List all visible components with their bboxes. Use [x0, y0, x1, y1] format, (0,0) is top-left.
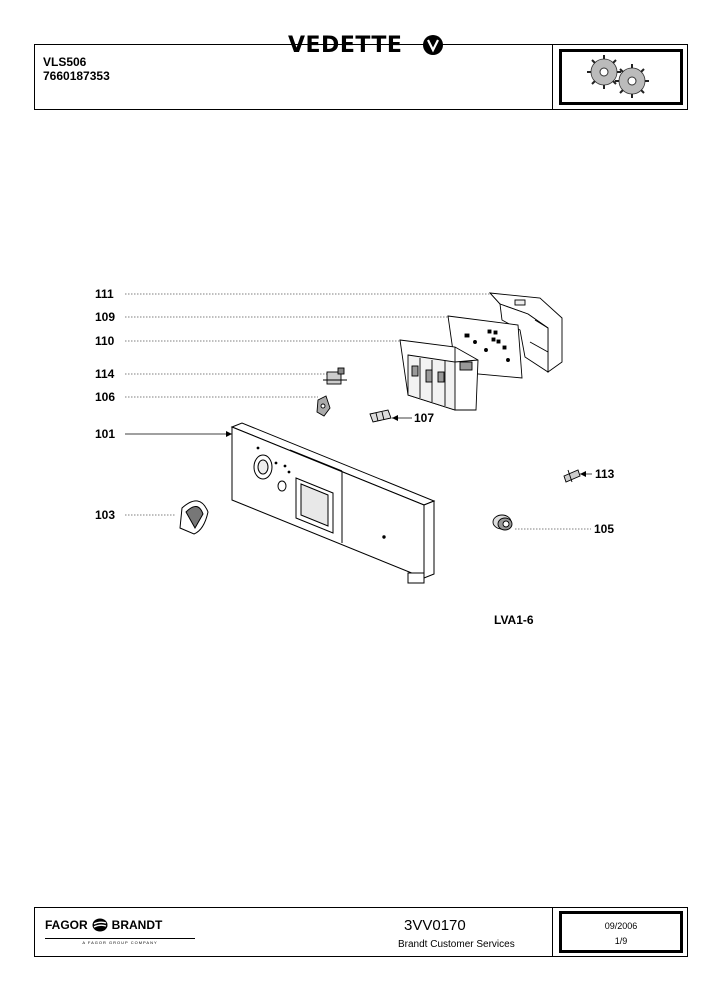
company-tagline: A FAGOR GROUP COMPANY — [45, 938, 195, 945]
customer-service: Brandt Customer Services — [398, 939, 515, 950]
part-label-101: 101 — [95, 427, 116, 441]
header-block: VLS506 7660187353 — [34, 44, 688, 110]
part-105-knob — [492, 514, 513, 531]
part-106-clip — [316, 395, 331, 417]
footer-divider — [552, 908, 553, 956]
part-label-111: 111 — [95, 287, 114, 301]
fagor-brandt-logo: FAGOR BRANDT — [45, 918, 162, 932]
part-101-panel — [230, 422, 436, 584]
part-label-114: 114 — [95, 367, 115, 381]
document-code: 3VV0170 — [404, 917, 466, 934]
part-label-103: 103 — [95, 508, 116, 522]
part-label-109: 109 — [95, 310, 116, 324]
brand-name: VEDETTE — [288, 33, 403, 58]
diagram-reference: LVA1-6 — [494, 613, 534, 627]
fagor-text: FAGOR — [45, 918, 88, 932]
footer-block: FAGOR BRANDT A FAGOR GROUP COMPANY 3VV01… — [34, 907, 688, 957]
page-number: 1/9 — [614, 936, 628, 946]
part-114-switch — [323, 367, 347, 385]
document-date: 09/2006 — [604, 921, 638, 931]
part-111-tray — [488, 292, 563, 373]
brand-swirl-icon — [92, 918, 108, 932]
part-110-housing — [399, 339, 479, 411]
brand-logo-icon — [422, 34, 444, 61]
part-label-113: 113 — [595, 467, 615, 481]
date-page-box: 09/2006 1/9 — [559, 911, 683, 953]
header-divider — [552, 45, 553, 109]
part-label-106: 106 — [95, 390, 116, 404]
brandt-text: BRANDT — [111, 918, 163, 932]
model-code: 7660187353 — [43, 69, 110, 83]
gears-icon — [587, 55, 649, 98]
model-name: VLS506 — [43, 55, 87, 69]
part-label-107: 107 — [414, 411, 435, 425]
model-info: VLS506 7660187353 — [43, 55, 110, 83]
part-label-105: 105 — [594, 522, 615, 536]
part-103-handle — [179, 500, 209, 535]
part-label-110: 110 — [95, 334, 115, 348]
gears-logo — [559, 49, 683, 105]
part-107-connector — [369, 409, 392, 423]
part-113-screw — [563, 469, 581, 483]
